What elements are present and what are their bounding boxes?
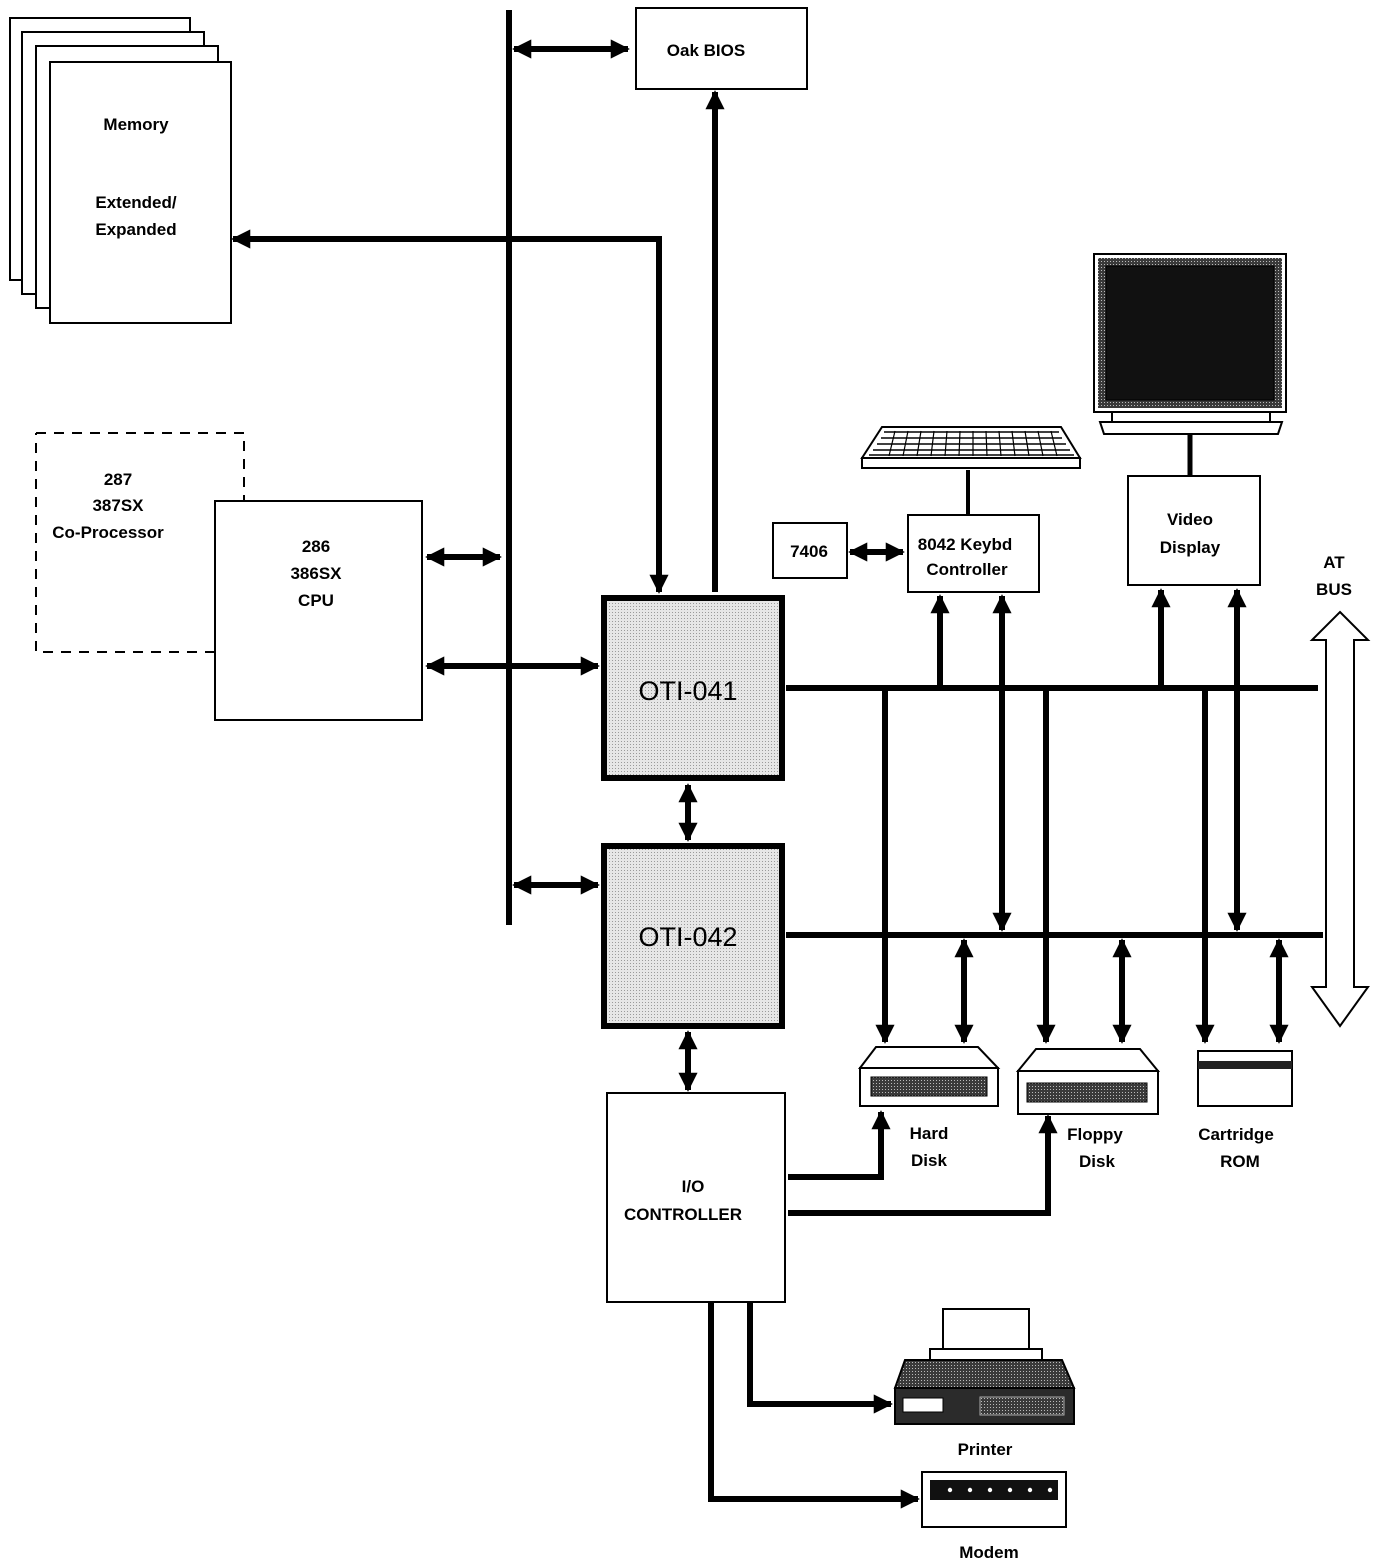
io-controller-label-2: CONTROLLER: [624, 1205, 742, 1224]
oti-042-chip: [601, 843, 785, 1029]
floppy-disk-label-2: Disk: [1079, 1152, 1115, 1171]
at-bus-label-2: BUS: [1316, 580, 1352, 599]
floppy-disk-label-1: Floppy: [1067, 1125, 1123, 1144]
memory-box: [49, 61, 232, 324]
oti-041-chip: [601, 595, 785, 781]
coprocessor-label-1: 287: [104, 470, 132, 489]
memory-type-label-2: Expanded: [95, 220, 176, 239]
hard-disk-label-1: Hard: [910, 1124, 949, 1143]
modem-icon: [921, 1471, 1067, 1528]
cpu-label-1: 286: [302, 537, 330, 556]
cpu-label-3: CPU: [298, 591, 334, 610]
hard-disk-label-2: Disk: [911, 1151, 947, 1170]
oti-041-label: OTI-041: [638, 676, 737, 706]
bios-box: [635, 7, 808, 90]
floppy-disk-icon: [1015, 1048, 1161, 1115]
keyboard-controller-label-2: Controller: [926, 560, 1008, 579]
keyboard-icon: [860, 426, 1082, 469]
io-fdd-arrow: [788, 1114, 1058, 1216]
cartridge-label-1: Cartridge: [1198, 1125, 1274, 1144]
bios-label: Oak BIOS: [667, 41, 745, 60]
keyboard-controller-box: [907, 514, 1040, 593]
coprocessor-box: [35, 432, 245, 653]
oti-042-label: OTI-042: [638, 922, 737, 952]
cpu-label-2: 386SX: [290, 564, 342, 583]
video-display-box: [1127, 475, 1261, 586]
cartridge-rom-icon: [1197, 1050, 1293, 1107]
coprocessor-label-2: 387SX: [92, 496, 144, 515]
modem-label: Modem: [959, 1543, 1019, 1561]
monitor-icon: [1093, 253, 1287, 435]
memory-stack: [9, 17, 232, 324]
io-modem-arrow: [708, 1302, 920, 1509]
at-bus-label-1: AT: [1323, 553, 1345, 572]
io-controller-label-1: I/O: [682, 1177, 705, 1196]
printer-icon: [893, 1308, 1076, 1425]
cartridge-label-2: ROM: [1220, 1152, 1260, 1171]
ic-7406-box: [772, 522, 848, 579]
memory-arrow: [231, 229, 669, 594]
ic-7406-label: 7406: [790, 542, 828, 561]
memory-label: Memory: [103, 115, 169, 134]
io-hdd-arrow: [788, 1110, 891, 1180]
io-printer-arrow: [747, 1302, 893, 1414]
at-bus-arrow: [1309, 610, 1371, 1028]
video-label-2: Display: [1160, 538, 1221, 557]
coprocessor-label-3: Co-Processor: [52, 523, 164, 542]
io-controller-box: [606, 1092, 786, 1303]
memory-type-label-1: Extended/: [95, 193, 177, 212]
hard-disk-icon: [857, 1046, 1001, 1107]
cpu-box: [214, 500, 423, 721]
printer-label: Printer: [958, 1440, 1013, 1459]
keyboard-controller-label-1: 8042 Keybd: [918, 535, 1013, 554]
video-label-1: Video: [1167, 510, 1213, 529]
